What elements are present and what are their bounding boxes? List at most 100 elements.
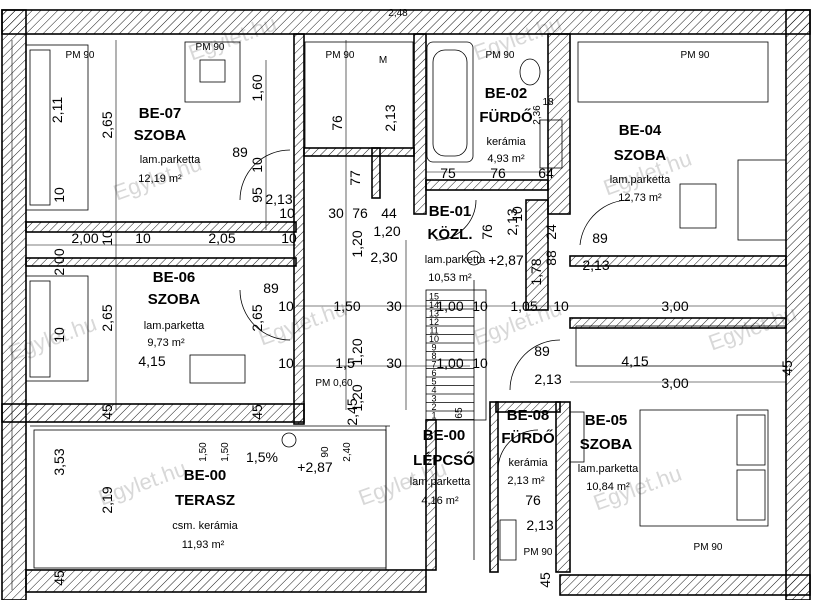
room-area: 9,73 m² (147, 337, 185, 349)
dim-label: 10 (51, 187, 67, 203)
stair-number: 15 (429, 292, 439, 302)
toilet (499, 519, 517, 561)
room-floor: lam.parketta (578, 463, 639, 475)
room-be05: BE-05 SZOBA lam.parketta 10,84 m² (578, 412, 639, 493)
room-name: KÖZL. (428, 226, 473, 243)
stair-number: 7 (431, 360, 436, 370)
room-area: 4,16 m² (421, 495, 459, 507)
dim-label: 2,40 (342, 442, 353, 462)
pm-label: PM 90 (694, 542, 723, 553)
dim-label: 2,00 (51, 248, 67, 275)
room-be06: BE-06 SZOBA lam.parketta 9,73 m² (144, 269, 205, 349)
wardrobe (304, 41, 414, 149)
pm-label: PM 90 (524, 547, 553, 558)
dim-label: 1,50 (220, 442, 231, 462)
room-code: BE-06 (153, 269, 196, 286)
dim-label: 2,13 (582, 257, 609, 273)
room-floor: lam.parketta (410, 476, 471, 488)
dim-label: 44 (381, 205, 397, 221)
dim-label: 1,05 (510, 298, 537, 314)
stair-number: 12 (429, 317, 439, 327)
dim-label: 1,60 (249, 74, 265, 101)
dim-label: 2,48 (388, 8, 408, 19)
stair-number: 8 (431, 351, 436, 361)
pm-label: PM 90 (486, 50, 515, 61)
doors (239, 149, 631, 471)
toilet (519, 58, 541, 86)
room-be07: BE-07 SZOBA lam.parketta 12,19 m² (134, 105, 201, 185)
room-floor: lam.parketta (144, 320, 205, 332)
dim-label: 1,00 (436, 355, 463, 371)
furniture (25, 41, 787, 527)
slope-label: 1,5% (246, 449, 278, 465)
dim-label: 76 (352, 205, 368, 221)
dim-label: 18 (542, 97, 554, 108)
dim-label: 1,50 (333, 298, 360, 314)
dim-label: 3,53 (51, 448, 67, 475)
dim-label: 2,65 (249, 304, 265, 331)
dim-label: 65 (454, 407, 465, 419)
room-code: BE-07 (139, 105, 182, 122)
room-area: 12,19 m² (138, 173, 182, 185)
room-area: 10,53 m² (428, 272, 472, 284)
room-name: SZOBA (580, 436, 633, 453)
room-floor: lam.parketta (140, 154, 201, 166)
room-be08: BE-08 FÜRDŐ kerámia 2,13 m² (501, 407, 555, 487)
room-code: BE-00 (184, 467, 227, 484)
dim-label: 64 (538, 165, 554, 181)
room-name: SZOBA (148, 291, 201, 308)
dim-label: 1,20 (349, 230, 365, 257)
bed (25, 275, 89, 382)
room-area: 10,84 m² (586, 481, 630, 493)
dim-label: 24 (543, 224, 559, 240)
dim-label: 10 (135, 230, 151, 246)
dim-label: 77 (347, 170, 363, 186)
sink (569, 411, 585, 463)
stair-number: 2 (431, 402, 436, 412)
dim-label: 1,00 (436, 298, 463, 314)
dim-label: 95 (249, 187, 265, 203)
room-floor: lam.parketta (610, 174, 671, 186)
dim-label: 45 (99, 404, 115, 420)
dim-label: 10 (51, 327, 67, 343)
terrace-edge (30, 425, 390, 570)
room-be00-terrace: BE-00 TERASZ csm. kerámia 11,93 m² (172, 467, 238, 551)
dim-label: 2,11 (49, 97, 65, 123)
stair-number: 11 (429, 326, 438, 336)
dim-label: 1,50 (198, 442, 209, 462)
dim-label: 2,65 (99, 304, 115, 331)
dim-label: 1,20 (373, 223, 400, 239)
dim-label: 4,15 (138, 353, 165, 369)
dim-label: 10 (99, 230, 115, 246)
room-floor: csm. kerámia (172, 520, 238, 532)
wardrobe (575, 325, 787, 367)
room-area: 12,73 m² (618, 192, 662, 204)
dim-label: 89 (534, 343, 550, 359)
dim-label: 2,30 (370, 249, 397, 265)
dim-label: 76 (479, 224, 495, 240)
dim-label: 1,78 (528, 258, 544, 285)
dim-label: 3,00 (661, 375, 688, 391)
room-code: BE-00 (423, 427, 466, 444)
room-area: 11,93 m² (182, 539, 225, 551)
dim-label: 2,65 (99, 111, 115, 138)
room-area: 4,93 m² (487, 153, 525, 165)
room-floor: kerámia (486, 136, 526, 148)
dim-label: 4,15 (621, 353, 648, 369)
room-code: BE-02 (485, 85, 528, 102)
dim-label: 2,00 (71, 230, 98, 246)
pm-label: PM 0,60 (315, 378, 353, 389)
level-label: +2,87 (297, 459, 333, 475)
stair-number: 10 (429, 334, 439, 344)
dim-label: 2,13 (265, 191, 292, 207)
stair-number: 5 (431, 377, 436, 387)
m-label: M (379, 55, 387, 66)
dim-label: 2,13 (504, 208, 520, 235)
dim-label: 10 (553, 298, 569, 314)
level-marker (466, 250, 482, 266)
level-label: +2,87 (488, 252, 524, 268)
dim-label: 10 (278, 298, 294, 314)
